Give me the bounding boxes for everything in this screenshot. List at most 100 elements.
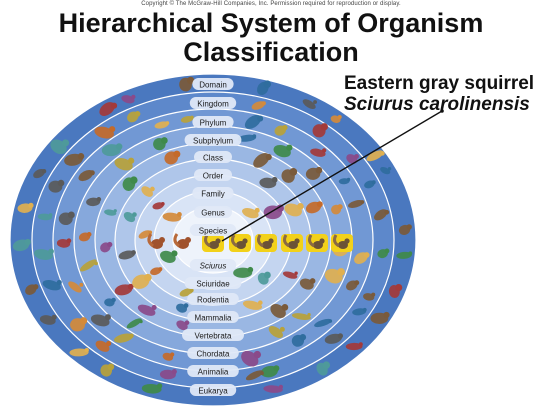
rank-label-text: Subphylum [193, 137, 233, 146]
taxon-label: Eukarya [189, 384, 237, 396]
rank-label: Genus [194, 206, 232, 218]
organism-icon [132, 273, 152, 289]
organism-icon [86, 197, 102, 207]
taxon-label: Mammalia [187, 311, 239, 323]
rank-label: Species [189, 224, 237, 236]
organism-icon [33, 248, 54, 260]
organism-icon [263, 384, 283, 393]
organism-icon [17, 202, 34, 213]
organism-icon [364, 180, 376, 189]
organism-icon [388, 283, 403, 298]
taxon-label-text: Mammalia [195, 314, 232, 323]
taxon-label-text: Vertebrata [195, 332, 232, 341]
squirrel-row [147, 233, 353, 252]
organism-icon [305, 201, 323, 214]
organism-icon [274, 124, 288, 136]
squirrel-icon [147, 233, 165, 249]
organism-icon [314, 318, 333, 328]
organism-icon [69, 347, 89, 357]
organism-icon [363, 292, 376, 301]
taxon-label-text: Eukarya [198, 387, 228, 396]
organism-icon [154, 121, 170, 129]
squirrel-icon [306, 234, 328, 252]
organism-icon [104, 297, 116, 307]
organism-icon [68, 281, 84, 293]
organism-icon [398, 224, 412, 236]
organism-icon [39, 314, 57, 325]
page-title: Hierarchical System of Organism Classifi… [0, 9, 542, 67]
rank-labels: DomainKingdomPhylumSubphylumClassOrderFa… [182, 78, 244, 396]
copyright-notice: Copyright © The McGraw-Hill Companies, I… [141, 1, 401, 7]
organism-icon [354, 252, 370, 264]
organism-icon [233, 266, 254, 278]
organism-icon [162, 212, 182, 222]
organism-icon [118, 250, 136, 260]
scientific-name: Sciurus carolinensis [344, 94, 530, 115]
organism-icon [12, 238, 31, 252]
organism-icon [99, 102, 118, 116]
organism-icon [153, 137, 168, 151]
organism-icon [331, 204, 343, 215]
organism-icon [253, 153, 272, 168]
organism-icon [310, 148, 327, 157]
organism-icon [64, 153, 85, 166]
organism-icon [312, 123, 328, 138]
organism-icon [114, 283, 134, 296]
rank-label-text: Class [203, 154, 223, 163]
organism-icon [380, 166, 392, 175]
organism-icon [242, 300, 263, 310]
callout-pointer-line [221, 110, 443, 242]
organism-icon [237, 134, 257, 142]
rank-label: Family [192, 187, 234, 199]
rank-label-text: Genus [201, 209, 225, 218]
organism-icon [123, 212, 137, 223]
organism-icon [100, 363, 115, 377]
rank-label: Class [194, 151, 232, 163]
organism-icon [348, 200, 365, 208]
organism-icon [180, 115, 194, 123]
organism-icon [25, 284, 39, 295]
organism-icon [176, 320, 190, 331]
organism-icon [33, 168, 47, 179]
rank-label-text: Order [203, 172, 224, 181]
organism-icon [273, 144, 293, 158]
organism-icon [324, 333, 344, 344]
squirrel-icon [255, 234, 277, 252]
organism-icon [259, 176, 278, 189]
organism-icon [299, 278, 316, 290]
organism-icon [164, 150, 181, 165]
organism-icon [101, 143, 123, 157]
organism-icon [162, 352, 175, 361]
squirrel-icon [229, 234, 251, 252]
organism-icon [291, 333, 307, 347]
organism-icon [42, 279, 62, 291]
taxon-label-text: Sciurus [200, 262, 227, 271]
organism-icon [291, 313, 311, 320]
organism-icon [284, 203, 304, 217]
organism-icon [330, 115, 342, 123]
organism-icon [100, 241, 113, 253]
organism-icon [346, 280, 360, 291]
organism-icon [95, 340, 112, 352]
organism-icon [122, 176, 138, 191]
taxon-label: Rodentia [187, 293, 239, 305]
organism-icon [366, 150, 385, 162]
organism-icon [302, 99, 317, 110]
organism-icon [370, 311, 390, 324]
organism-icon [141, 186, 155, 197]
organism-icon [345, 342, 363, 351]
organism-icon [50, 139, 70, 155]
rank-label-text: Kingdom [197, 100, 229, 109]
common-name: Eastern gray squirrel [344, 73, 535, 94]
organism-icon [78, 232, 92, 242]
rank-label: Subphylum [184, 134, 242, 146]
rank-label-text: Species [199, 227, 227, 236]
rank-label: Kingdom [189, 97, 237, 109]
rank-label: Phylum [192, 116, 234, 128]
taxon-label: Sciuridae [184, 277, 242, 289]
taxon-label-text: Animalia [198, 368, 229, 377]
taxon-label: Chordata [187, 347, 239, 359]
organism-icon [56, 238, 72, 248]
organism-icon [268, 326, 285, 339]
rank-label: Domain [192, 78, 234, 90]
